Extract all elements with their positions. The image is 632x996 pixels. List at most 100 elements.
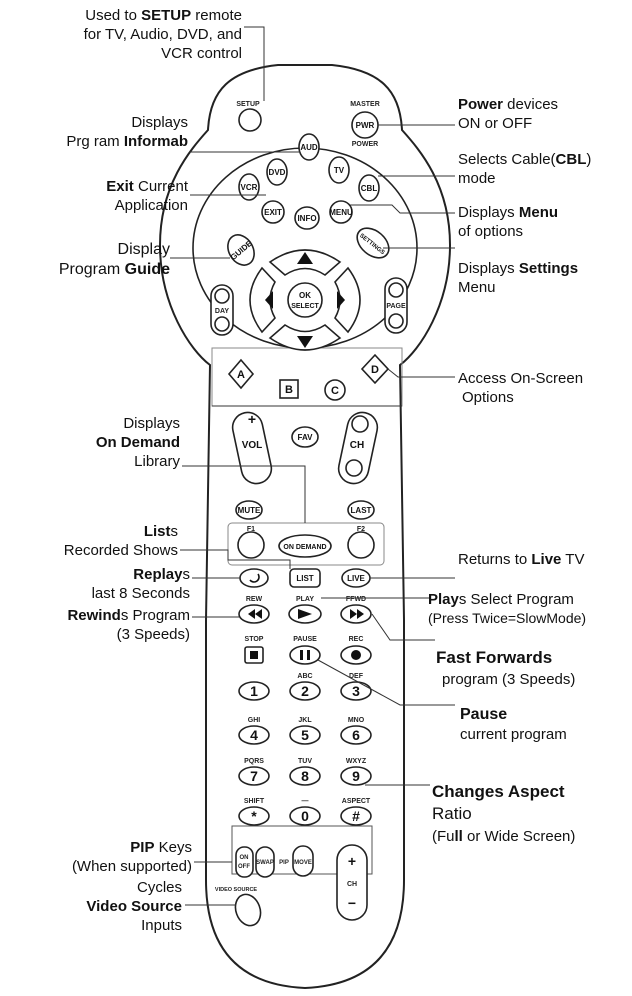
- f1-button[interactable]: [237, 531, 265, 559]
- vol-label: VOL: [242, 440, 263, 451]
- digit-key-label: 6: [352, 727, 360, 743]
- digit-key-button[interactable]: [238, 725, 270, 745]
- digit-key-button[interactable]: [238, 806, 270, 826]
- digit-key-label: 7: [250, 768, 258, 784]
- digit-key-label: 0: [301, 808, 309, 824]
- ann-text: Displays: [131, 114, 188, 131]
- ffwd-icon: [350, 609, 357, 619]
- last-button[interactable]: [347, 500, 375, 520]
- menu-button[interactable]: [329, 200, 353, 224]
- ann-text: Current: [133, 178, 188, 195]
- digit-key-button[interactable]: [238, 681, 270, 701]
- setup-button[interactable]: [238, 108, 262, 132]
- pip-swap-button[interactable]: [255, 846, 275, 878]
- digit-key-button[interactable]: [289, 766, 321, 786]
- digit-key-label: #: [352, 808, 360, 824]
- mute-button[interactable]: [235, 500, 263, 520]
- digit-key-button[interactable]: [340, 806, 372, 826]
- digit-key-label: 2: [301, 683, 309, 699]
- f2-button[interactable]: [347, 531, 375, 559]
- right-button[interactable]: [334, 266, 361, 334]
- rec-label: REC: [349, 636, 364, 643]
- digit-key-button[interactable]: [289, 725, 321, 745]
- pip-ch-label: CH: [347, 881, 357, 888]
- ann-text: or Wide Screen): [462, 828, 576, 845]
- ann-text: (Fu: [432, 828, 455, 845]
- vcr-button[interactable]: [238, 173, 260, 201]
- d-button[interactable]: [360, 353, 390, 385]
- ann-text: last 8 Seconds: [91, 585, 190, 602]
- annotation-aspect: Changes Aspect Ratio (Full or Wide Scree…: [432, 781, 575, 848]
- annotation-guide: Display Program Guide: [0, 240, 170, 280]
- annotation-info: Displays Prg ram Informab: [0, 113, 188, 151]
- stop-label: STOP: [245, 636, 264, 643]
- ann-bold: PIP: [130, 839, 155, 856]
- cbl-button[interactable]: [358, 174, 380, 202]
- tv-button[interactable]: [328, 156, 350, 184]
- key-letters-label: GHI: [248, 717, 261, 724]
- ok-label: OK: [299, 291, 311, 300]
- list-button[interactable]: [289, 568, 321, 588]
- digit-key-button[interactable]: [340, 681, 372, 701]
- digit-key-button[interactable]: [340, 766, 372, 786]
- ann-bold: Guide: [124, 261, 170, 278]
- exit-button[interactable]: [261, 200, 285, 224]
- ann-text: s: [170, 523, 179, 540]
- aud-button[interactable]: [298, 133, 320, 161]
- up-arrow-icon: [297, 252, 313, 264]
- pip-on-off-button[interactable]: [235, 846, 254, 878]
- exit-label: EXIT: [264, 208, 282, 217]
- pip-ch-rocker[interactable]: [336, 844, 368, 921]
- fav-button[interactable]: [291, 426, 319, 448]
- video-source-label: VIDEO SOURCE: [215, 887, 258, 893]
- d-label: D: [371, 364, 379, 376]
- on-demand-button[interactable]: [278, 534, 332, 558]
- guide-button[interactable]: [223, 230, 260, 270]
- page-label: PAGE: [386, 303, 406, 310]
- annotation-lists: Lists Recorded Shows: [0, 522, 178, 560]
- digit-key-button[interactable]: [238, 766, 270, 786]
- vol-plus-icon: +: [248, 411, 256, 427]
- pip-move-button[interactable]: [292, 845, 314, 877]
- ann-bold: Rewind: [67, 607, 121, 624]
- digit-key-button[interactable]: [340, 725, 372, 745]
- ann-bold: CBL: [555, 151, 587, 168]
- ann-text: Access On-Screen: [458, 370, 584, 387]
- page-minus-icon: [388, 313, 404, 329]
- c-button[interactable]: [324, 379, 346, 401]
- play-label: PLAY: [296, 596, 314, 603]
- ann-text: Prg ram: [66, 133, 124, 150]
- video-source-button[interactable]: [231, 891, 264, 929]
- ann-text: (When supported): [71, 858, 192, 875]
- info-button[interactable]: [294, 206, 320, 230]
- rew-label: REW: [246, 596, 263, 603]
- settings-button[interactable]: [351, 222, 394, 264]
- aud-label: AUD: [300, 143, 318, 152]
- left-button[interactable]: [249, 266, 276, 334]
- replay-button[interactable]: [239, 568, 269, 588]
- ann-bold: List: [143, 523, 171, 540]
- fav-label: FAV: [298, 433, 314, 442]
- ann-text: Displays: [458, 260, 519, 277]
- annotation-source: Cycles Video Source Inputs: [0, 878, 182, 935]
- pause-button[interactable]: [289, 645, 321, 665]
- annotation-ffwd: Fast Forwards program (3 Speeds): [436, 647, 575, 690]
- annotation-cbl: Selects Cable(CBL) mode: [458, 150, 591, 188]
- b-button[interactable]: [279, 379, 299, 399]
- annotation-replays: Replays last 8 Seconds: [0, 565, 190, 603]
- ann-text: Inputs: [141, 917, 182, 934]
- digit-key-button[interactable]: [289, 681, 321, 701]
- ok-select-button[interactable]: [287, 282, 323, 318]
- digit-key-button[interactable]: [289, 806, 321, 826]
- ann-text: devices: [503, 96, 559, 113]
- digit-key-label: 8: [301, 768, 309, 784]
- ann-bold: Power: [458, 96, 504, 113]
- key-letters-label: SHIFT: [244, 798, 265, 805]
- ann-text: for TV, Audio, DVD, and: [83, 26, 242, 43]
- page-plus-icon: [388, 282, 404, 298]
- ann-text: mode: [458, 170, 496, 187]
- annotation-setup: Used to SETUP remote for TV, Audio, DVD,…: [20, 6, 242, 63]
- a-button[interactable]: [227, 358, 255, 390]
- dvd-button[interactable]: [266, 158, 288, 186]
